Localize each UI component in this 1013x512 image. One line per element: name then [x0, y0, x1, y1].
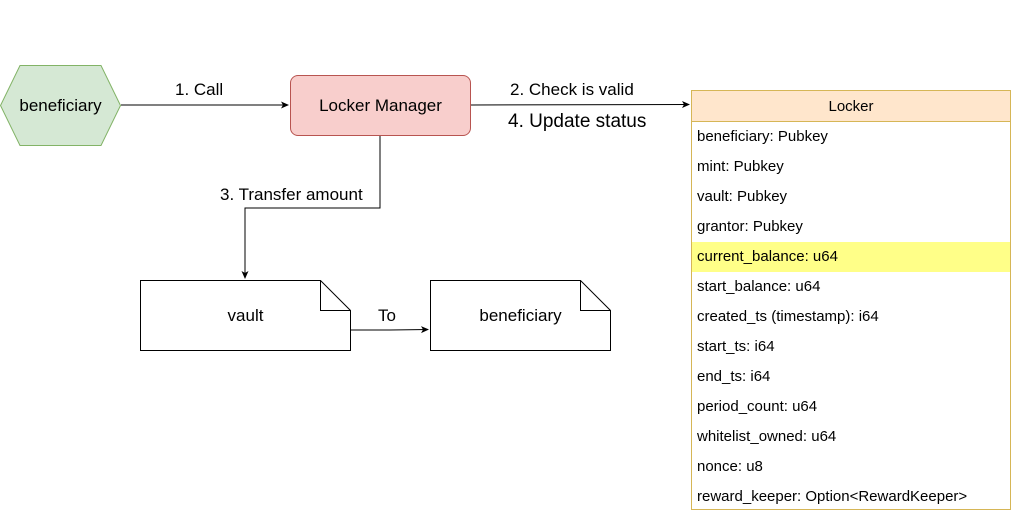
update-status-edge-label: 4. Update status — [508, 111, 647, 132]
locker-field-created-ts: created_ts (timestamp): i64 — [697, 308, 879, 325]
locker-manager-label: Locker Manager — [319, 95, 442, 115]
call-edge-label: 1. Call — [175, 80, 224, 99]
locker-field-reward-keeper: reward_keeper: Option<RewardKeeper> — [697, 488, 968, 505]
beneficiary-actor-label: beneficiary — [19, 95, 102, 115]
transfer-amount-edge-label: 3. Transfer amount — [220, 185, 363, 204]
locker-field-grantor: grantor: Pubkey — [697, 218, 803, 235]
locker-field-mint: mint: Pubkey — [697, 158, 784, 175]
beneficiary-actor-node[interactable]: beneficiary — [0, 65, 121, 146]
locker-table[interactable]: Locker beneficiary: Pubkey mint: Pubkey … — [691, 90, 1011, 510]
vault-doc-node[interactable]: vault — [140, 280, 351, 351]
locker-table-title: Locker — [692, 91, 1010, 122]
locker-field-current-balance: current_balance: u64 — [692, 242, 1010, 272]
locker-field-vault: vault: Pubkey — [697, 188, 788, 205]
check-valid-arrow — [469, 101, 690, 109]
locker-field-beneficiary: beneficiary: Pubkey — [697, 128, 828, 145]
to-arrow — [350, 326, 429, 334]
note-shape — [140, 280, 351, 351]
beneficiary-doc-node[interactable]: beneficiary — [430, 280, 611, 351]
locker-field-period-count: period_count: u64 — [697, 398, 818, 415]
locker-manager-node[interactable]: Locker Manager — [290, 75, 471, 136]
locker-field-end-ts: end_ts: i64 — [697, 368, 771, 385]
locker-field-whitelist-owned: whitelist_owned: u64 — [697, 428, 837, 445]
transfer-arrow — [241, 135, 381, 279]
vault-doc-label: vault — [227, 305, 264, 325]
locker-field-nonce: nonce: u8 — [697, 458, 763, 475]
locker-field-start-balance: start_balance: u64 — [697, 278, 821, 295]
beneficiary-doc-label: beneficiary — [479, 305, 562, 325]
check-valid-edge-label: 2. Check is valid — [510, 80, 634, 99]
to-edge-label: To — [378, 306, 396, 325]
locker-field-start-ts: start_ts: i64 — [697, 338, 775, 355]
hexagon-shape — [0, 65, 121, 146]
note-shape — [430, 280, 611, 351]
